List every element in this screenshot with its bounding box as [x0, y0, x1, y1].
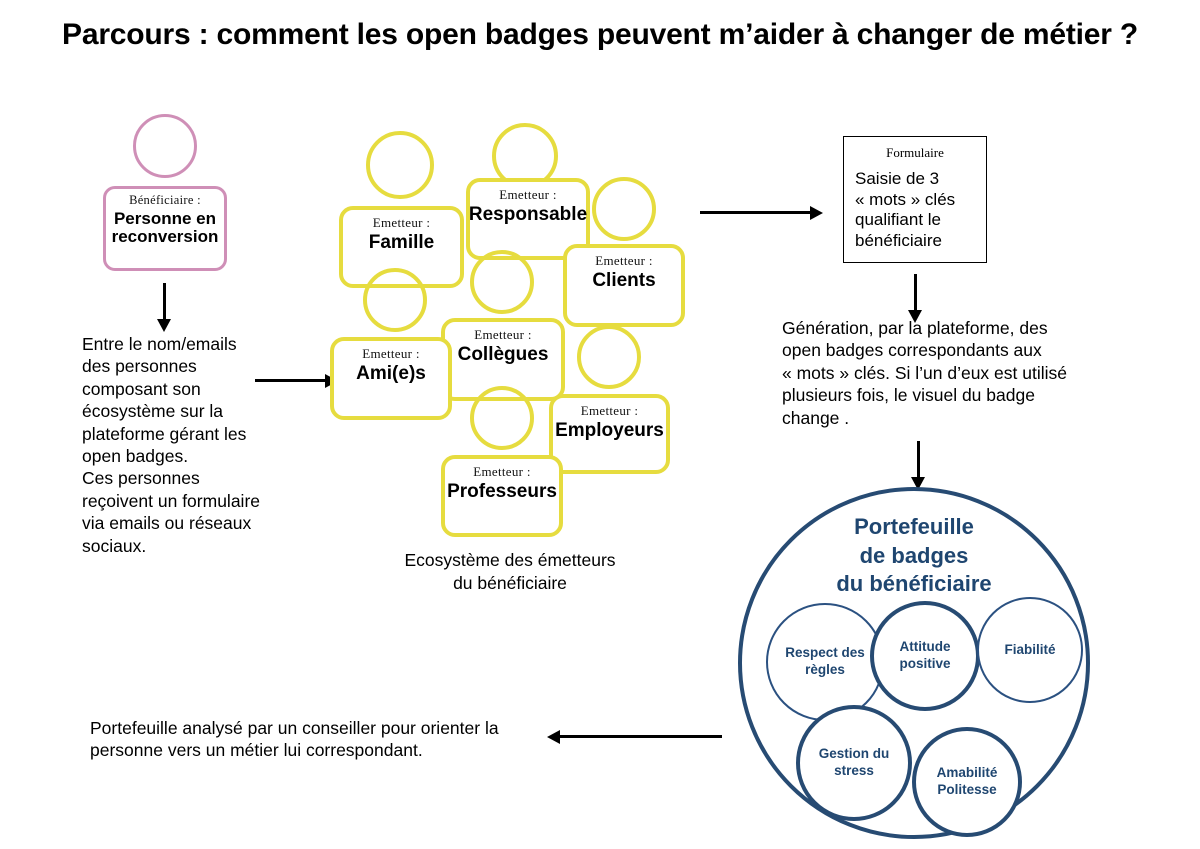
emitter-clients-head-icon	[592, 177, 656, 241]
emitter-amies-head-icon	[470, 250, 534, 314]
formulaire-body-text: Saisie de 3 « mots » clés qualifiant le …	[855, 169, 956, 251]
emitter-collegues-head-icon	[363, 268, 427, 332]
emitter-responsable-name: Responsable	[468, 204, 588, 226]
beneficiary-name: Personne en reconversion	[111, 208, 219, 246]
emitter-collegues-label: Emetteur :	[474, 327, 532, 342]
emitter-famille-head-icon	[366, 131, 434, 199]
beneficiary-card: Bénéficiaire : Personne en reconversion	[103, 186, 227, 271]
emitter-amies-card: Emetteur : Ami(e)s	[330, 337, 452, 420]
emitter-professeurs-head-icon	[470, 386, 534, 450]
generation-description-text: Génération, par la plateforme, des open …	[782, 318, 1067, 428]
arrow-form-to-generation-line	[914, 274, 917, 312]
emitter-employeurs-name: Employeurs	[555, 420, 664, 442]
formulaire-title: Formulaire	[886, 145, 944, 160]
badge-respect-des-regles-label: Respect des règles	[785, 645, 865, 677]
conclusion-description-text: Portefeuille analysé par un conseiller p…	[90, 718, 499, 761]
arrow-ecosystem-to-form-line	[700, 211, 812, 214]
arrow-ecosystem-to-form-head	[810, 206, 823, 220]
portfolio-circle: Portefeuille de badges du bénéficiaire R…	[738, 487, 1090, 839]
emitter-clients-card: Emetteur : Clients	[563, 244, 685, 327]
badge-respect-des-regles[interactable]: Respect des règles	[766, 603, 884, 721]
badge-fiabilite-label: Fiabilité	[1004, 641, 1056, 657]
badge-fiabilite[interactable]: Fiabilité	[977, 597, 1083, 703]
badge-amabilite-politesse[interactable]: Amabilité Politesse	[912, 727, 1022, 837]
emitter-famille-name: Famille	[368, 232, 435, 254]
emitter-responsable-label: Emetteur :	[499, 187, 557, 202]
emitter-clients-label: Emetteur :	[595, 253, 653, 268]
arrow-form-to-generation-head	[908, 310, 922, 323]
arrow-beneficiary-to-left-text-line	[163, 283, 166, 321]
badge-gestion-du-stress-label: Gestion du stress	[818, 746, 890, 778]
emitter-amies-label: Emetteur :	[362, 346, 420, 361]
badge-gestion-du-stress[interactable]: Gestion du stress	[796, 705, 912, 821]
emitter-clients-name: Clients	[592, 270, 656, 292]
arrow-portfolio-to-conclusion-head	[547, 730, 560, 744]
emitter-professeurs-card: Emetteur : Professeurs	[441, 455, 563, 537]
emitter-professeurs-name: Professeurs	[447, 481, 557, 503]
ecosystem-caption: Ecosystème des émetteurs du bénéficiaire	[404, 550, 616, 593]
arrow-left-to-ecosystem-line	[255, 379, 327, 382]
emitter-employeurs-head-icon	[577, 325, 641, 389]
emitter-employeurs-label: Emetteur :	[580, 403, 639, 418]
emitter-professeurs-label: Emetteur :	[473, 464, 531, 479]
formulaire-card: Formulaire Saisie de 3 « mots » clés qua…	[843, 136, 987, 263]
arrow-portfolio-to-conclusion-line	[560, 735, 722, 738]
badge-amabilite-politesse-label: Amabilité Politesse	[936, 765, 998, 797]
emitter-amies-name: Ami(e)s	[356, 363, 426, 385]
beneficiary-head-icon	[133, 114, 197, 178]
emitter-collegues-name: Collègues	[457, 344, 549, 366]
portfolio-heading: Portefeuille de badges du bénéficiaire	[836, 514, 992, 597]
badge-attitude-positive-label: Attitude positive	[899, 639, 951, 671]
page-title: Parcours : comment les open badges peuve…	[62, 18, 1138, 51]
arrow-generation-to-portfolio-head	[911, 477, 925, 490]
emitter-employeurs-card: Emetteur : Employeurs	[549, 394, 670, 474]
left-description-text: Entre le nom/emails des personnes compos…	[82, 334, 260, 556]
arrow-generation-to-portfolio-line	[917, 441, 920, 479]
beneficiary-role-label: Bénéficiaire :	[129, 193, 201, 207]
arrow-beneficiary-to-left-text-head	[157, 319, 171, 332]
badge-attitude-positive[interactable]: Attitude positive	[870, 601, 980, 711]
emitter-famille-label: Emetteur :	[372, 215, 431, 230]
